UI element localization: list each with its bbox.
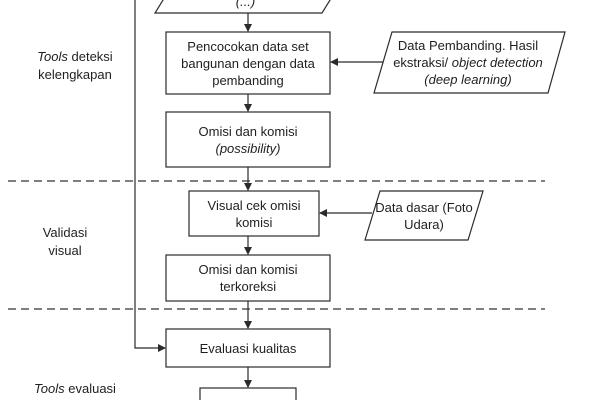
side-label-completeness: Tools deteksi kelengkapan bbox=[37, 49, 113, 82]
side-label-evaluation: Tools evaluasi bbox=[34, 381, 116, 396]
input-base-label: Data dasar (Foto Udara) bbox=[375, 199, 473, 232]
side-label-visual: Validasi visual bbox=[42, 225, 88, 258]
process-omission-label: Omisi dan komisi (possibility) bbox=[198, 123, 298, 156]
process-visual-check-label: Visual cek omisi komisi bbox=[207, 197, 301, 230]
process-corrected-label: Omisi dan komisi terkoreksi bbox=[198, 262, 298, 294]
bypass-line bbox=[134, 0, 166, 352]
input-comparison-label: Data Pembanding. Hasil ekstraksi/ object… bbox=[393, 38, 543, 87]
process-evaluation-label: Evaluasi kualitas bbox=[199, 340, 297, 356]
bottom-box bbox=[199, 387, 297, 400]
process-match-label: Pencocokan data set bangunan dengan data… bbox=[181, 38, 315, 88]
top-input-shape bbox=[153, 0, 331, 14]
input-base-shape bbox=[364, 190, 484, 241]
top-box-label: (...) bbox=[235, 0, 256, 9]
process-visual-check-box bbox=[188, 190, 320, 237]
process-omission-box bbox=[165, 111, 331, 168]
process-match-box bbox=[165, 31, 331, 95]
input-comparison-shape bbox=[373, 31, 566, 94]
